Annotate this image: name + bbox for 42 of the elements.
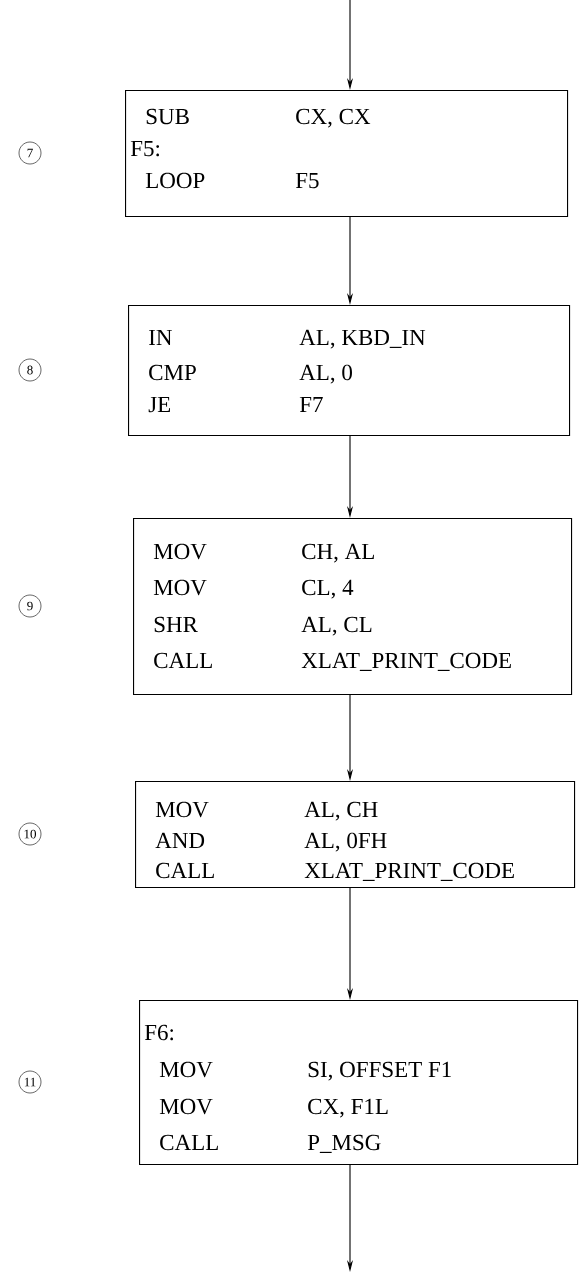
code-text: F5: [130, 140, 159, 157]
code-text: CL, 4 [302, 579, 354, 599]
code-text: XLAT_PRINT_CODE [304, 862, 514, 881]
code-text: SI, OFFSET F1 [308, 1061, 451, 1081]
code-text: SHR [154, 616, 198, 633]
callout-number: 9 [18, 594, 42, 618]
code-text: MOV [153, 579, 207, 596]
code-box [133, 518, 573, 696]
code-text: MOV [159, 1061, 213, 1078]
code-text: MOV [159, 1098, 213, 1115]
code-box [135, 781, 576, 889]
code-text: MOV [153, 543, 207, 560]
code-box [128, 305, 571, 437]
callout-number: 10 [18, 822, 42, 846]
code-text: CALL [154, 652, 212, 669]
code-text: CX, CX [296, 108, 371, 128]
code-text: MOV [155, 801, 209, 818]
code-text: CALL [156, 862, 214, 879]
code-text: F7 [299, 396, 323, 412]
code-text: AL, CH [304, 801, 378, 821]
callout-number: 8 [18, 358, 42, 382]
code-text: IN [149, 329, 172, 345]
code-text: AL, 0 [299, 364, 352, 384]
code-text: AL, 0FH [304, 832, 387, 852]
code-text: AL, KBD_IN [299, 329, 426, 349]
code-text: SUB [146, 108, 189, 125]
code-text: AL, CL [301, 616, 372, 636]
code-text: LOOP [145, 172, 205, 189]
code-text: XLAT_PRINT_CODE [301, 652, 511, 671]
callout-number: 11 [18, 1070, 42, 1094]
code-text: CMP [149, 364, 196, 381]
code-box [125, 90, 569, 218]
code-text: CH, AL [302, 543, 374, 563]
code-text: F5 [295, 172, 319, 189]
code-box [139, 1000, 579, 1166]
code-text: P_MSG [307, 1134, 381, 1153]
code-text: CX, F1L [308, 1098, 388, 1118]
code-text: CALL [160, 1134, 218, 1151]
code-text: JE [148, 396, 171, 413]
callout-number: 7 [18, 141, 42, 165]
code-text: AND [155, 832, 205, 849]
code-text: F6: [144, 1024, 173, 1041]
